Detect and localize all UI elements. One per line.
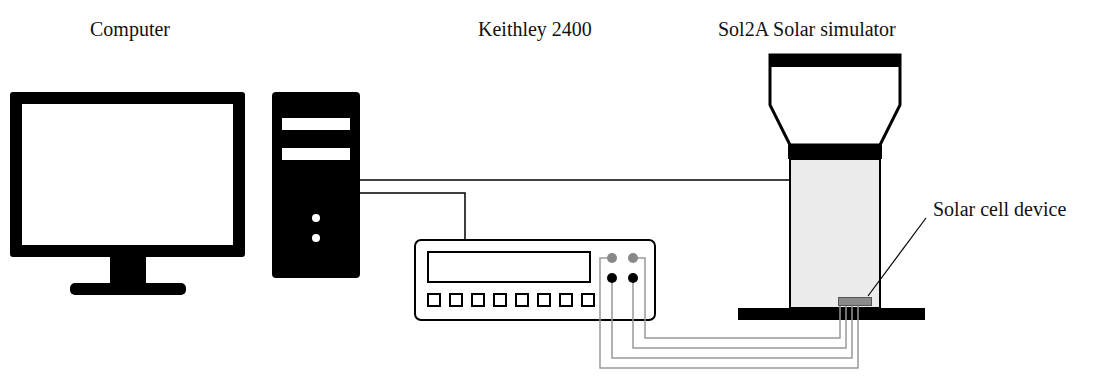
monitor-frame xyxy=(10,92,245,257)
terminal xyxy=(628,273,638,283)
monitor-neck xyxy=(110,257,146,285)
drive-slot xyxy=(282,148,350,160)
simulator-node: Sol2A Solar simulator xyxy=(790,55,880,308)
test-wire xyxy=(645,306,840,338)
meter-case xyxy=(415,240,655,320)
monitor-base xyxy=(70,283,186,295)
leader-line xyxy=(868,218,926,296)
sourcemeter xyxy=(415,240,655,320)
meter-display xyxy=(428,252,590,282)
lamp-top xyxy=(770,55,900,67)
tower-button xyxy=(312,234,320,242)
test-wire xyxy=(612,306,852,358)
test-wire xyxy=(600,306,858,368)
terminal xyxy=(607,273,617,283)
monitor-screen xyxy=(22,104,233,245)
computer-node: Computer xyxy=(10,92,360,295)
tower-button xyxy=(312,214,320,222)
solar-cell-node: Solar cell device xyxy=(838,297,872,306)
terminal-lead xyxy=(600,258,612,320)
device-label: Sol2A Solar simulator xyxy=(718,18,896,41)
stage-plate xyxy=(738,308,925,320)
meter-button xyxy=(538,294,550,306)
terminal-lead xyxy=(633,258,645,320)
lamp-aperture xyxy=(788,145,882,159)
meter-button xyxy=(560,294,572,306)
lamp-head xyxy=(770,55,900,145)
data-cable xyxy=(360,179,790,181)
tower-case xyxy=(272,92,360,278)
meter-button xyxy=(582,294,594,306)
device-label: Keithley 2400 xyxy=(478,18,592,41)
light-column xyxy=(790,159,880,308)
terminal-lead xyxy=(611,278,613,320)
meter-button xyxy=(516,294,528,306)
device-label: Computer xyxy=(90,18,170,41)
solar-simulator xyxy=(738,55,926,320)
test-wire xyxy=(633,306,846,348)
tower xyxy=(272,92,360,278)
meter-buttons xyxy=(428,294,594,306)
instrument-node: Keithley 2400 xyxy=(415,240,655,320)
data-cable xyxy=(360,193,465,240)
device-label: Solar cell device xyxy=(933,198,1066,221)
drive-slot xyxy=(282,118,350,130)
terminal-lead xyxy=(632,278,634,320)
meter-button xyxy=(494,294,506,306)
meter-button xyxy=(450,294,462,306)
meter-button xyxy=(472,294,484,306)
meter-button xyxy=(428,294,440,306)
monitor xyxy=(10,92,245,295)
terminal xyxy=(628,253,638,263)
terminal xyxy=(607,253,617,263)
